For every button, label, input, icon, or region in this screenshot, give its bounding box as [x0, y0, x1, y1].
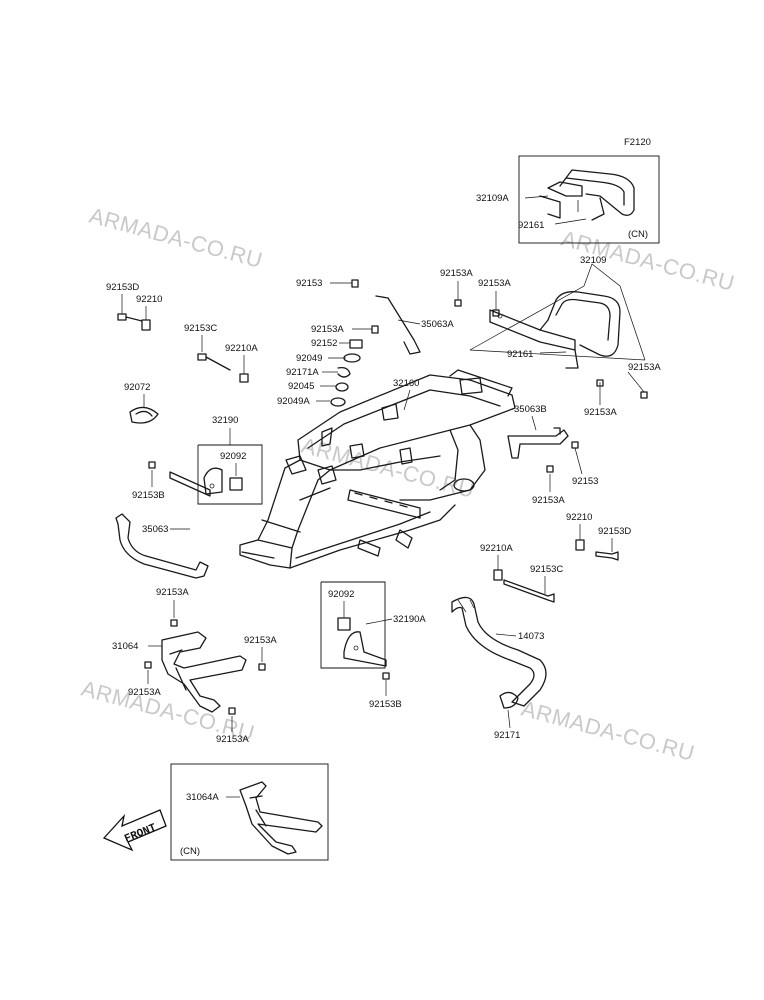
label-92210A-b: 92210A — [480, 543, 513, 554]
label-31064A: 31064A — [186, 792, 219, 803]
front-arrow-icon: FRONT — [102, 809, 167, 852]
label-92153D-b: 92153D — [598, 526, 631, 537]
label-31064: 31064 — [112, 641, 138, 652]
label-92153A-i: 92153A — [128, 687, 161, 698]
label-92153D-a: 92153D — [106, 282, 139, 293]
label-92153B-a: 92153B — [132, 490, 165, 501]
label-92092-b: 92092 — [328, 589, 354, 600]
figure-code: F2120 — [624, 137, 651, 148]
label-92072: 92072 — [124, 382, 150, 393]
label-92049: 92049 — [296, 353, 322, 364]
label-92171: 92171 — [494, 730, 520, 741]
watermark-5: ARMADA-CO.RU — [519, 696, 698, 766]
label-92153A-g: 92153A — [156, 587, 189, 598]
label-35063A: 35063A — [421, 319, 454, 330]
label-92153B-b: 92153B — [369, 699, 402, 710]
label-32190A: 32190A — [393, 614, 426, 625]
main-frame-drawing — [239, 369, 516, 569]
label-92171A: 92171A — [286, 367, 319, 378]
label-92153C-a: 92153C — [184, 323, 217, 334]
watermark-1: ARMADA-CO.RU — [87, 203, 266, 273]
label-92153C-b: 92153C — [530, 564, 563, 575]
label-92161: 92161 — [507, 349, 533, 360]
label-92153A-j: 92153A — [216, 734, 249, 745]
label-32109: 32109 — [580, 255, 606, 266]
label-92153A-b: 92153A — [478, 278, 511, 289]
label-92045: 92045 — [288, 381, 314, 392]
carrier-32109-drawing — [489, 291, 621, 369]
label-92153A-c: 92153A — [628, 362, 661, 373]
label-92161-top: 92161 — [518, 220, 544, 231]
label-92152: 92152 — [311, 338, 337, 349]
bracket-31064A-drawing — [239, 781, 323, 855]
label-32109A: 32109A — [476, 193, 509, 204]
bracket-31064-drawing — [161, 631, 247, 713]
label-92153A-d: 92153A — [584, 407, 617, 418]
label-92049A: 92049A — [277, 396, 310, 407]
label-92153A-f: 92153A — [532, 495, 565, 506]
carrier-32109A-drawing — [539, 169, 635, 221]
label-32190: 32190 — [212, 415, 238, 426]
label-92153A-h: 92153A — [244, 635, 277, 646]
label-32160: 32160 — [393, 378, 419, 389]
label-92153-a: 92153 — [296, 278, 322, 289]
label-92153A-a: 92153A — [440, 268, 473, 279]
cn-note-bottom: (CN) — [180, 846, 200, 857]
label-14073: 14073 — [518, 631, 544, 642]
cn-note-top: (CN) — [628, 229, 648, 240]
label-92210-b: 92210 — [566, 512, 592, 523]
label-35063B: 35063B — [514, 404, 547, 415]
cn-box-top — [518, 155, 660, 244]
label-35063: 35063 — [142, 524, 168, 535]
label-92092-a: 92092 — [220, 451, 246, 462]
hose-14073-drawing — [451, 596, 547, 707]
label-92210-a: 92210 — [136, 294, 162, 305]
cn-box-bottom — [170, 763, 329, 861]
label-92210A-a: 92210A — [225, 343, 258, 354]
bracket-box-32190A — [320, 581, 386, 669]
label-92153: 92153 — [572, 476, 598, 487]
label-92153A-e: 92153A — [311, 324, 344, 335]
